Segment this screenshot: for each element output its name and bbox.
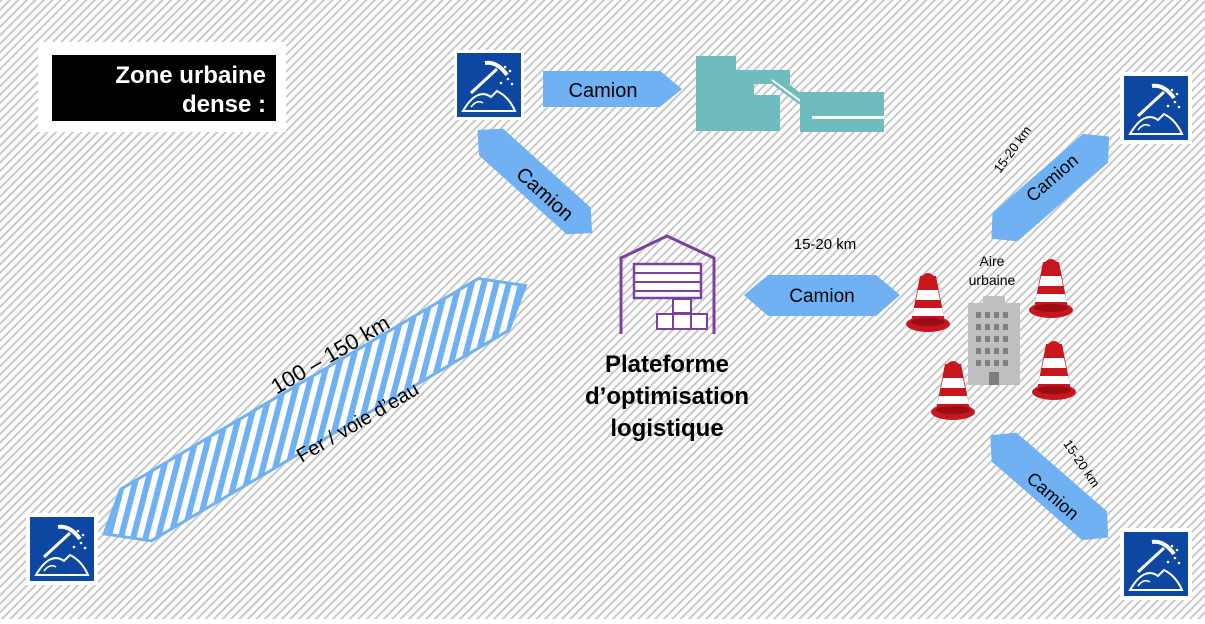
pickaxe-quarry-icon (454, 50, 524, 120)
double-truck-arrow (744, 275, 900, 316)
rail-waterway-arrow (102, 276, 528, 543)
truck-arrow-lower-right (990, 432, 1109, 541)
urban-route-distance: 15-20 km (794, 236, 857, 253)
pickaxe-quarry-icon (1120, 528, 1192, 600)
truck-arrow-upper-left (477, 128, 593, 235)
pickaxe-quarry-icon (1120, 72, 1192, 144)
truck-arrow-upper-right (991, 133, 1110, 242)
zone-title-line1: Zone urbaine (115, 62, 266, 89)
warehouse-icon (619, 234, 716, 334)
urban-area-label-line2: urbaine (969, 272, 1016, 288)
pickaxe-quarry-icon (26, 513, 98, 585)
platform-label-line2: d’optimisation (585, 383, 749, 410)
urban-route-mode: Camion (789, 286, 854, 307)
factory-plant-icon (696, 56, 884, 132)
platform-label-line1: Plateforme (605, 351, 729, 378)
truck-arrow-top (543, 71, 682, 107)
office-building-icon (968, 296, 1020, 385)
zone-title-box: Zone urbaine dense : (38, 42, 286, 132)
urban-area-label-line1: Aire (980, 253, 1005, 269)
zone-title-line2: dense : (182, 91, 266, 118)
platform-label-line3: logistique (610, 415, 723, 442)
truck-label-top: Camion (569, 80, 638, 102)
